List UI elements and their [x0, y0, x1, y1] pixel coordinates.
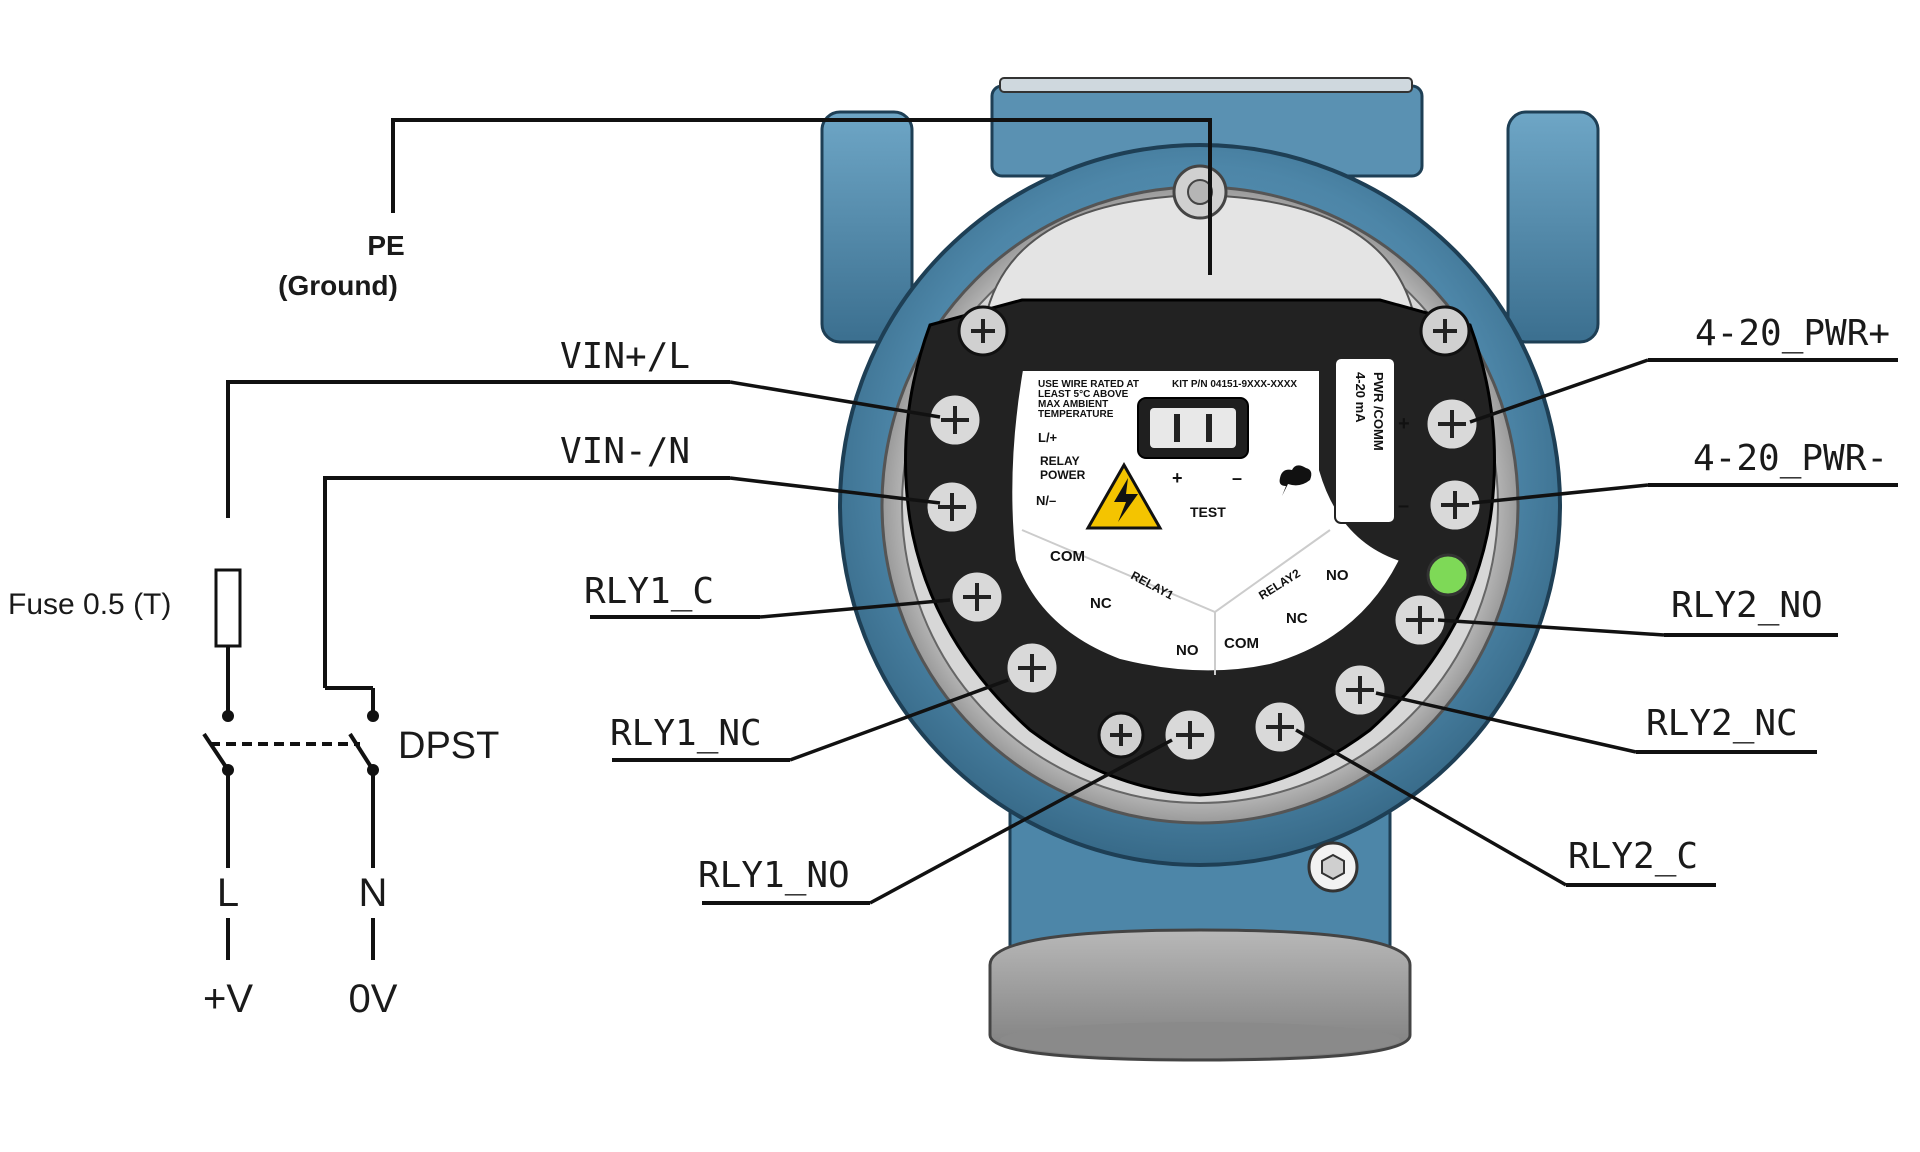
wiring — [202, 118, 1898, 960]
transmitter-housing: USE WIRE RATED AT LEAST 5°C ABOVE MAX AM… — [820, 77, 1600, 1062]
mount-screw-tl — [957, 305, 1009, 357]
terminal-rly2-no — [1392, 592, 1448, 648]
pwr-minus-label: 4-20_PWR- — [1693, 438, 1888, 479]
n-minus-label: N/– — [1036, 493, 1056, 508]
rly2-nc-leader — [1375, 691, 1637, 754]
terminal-rly1-c — [949, 569, 1005, 625]
pwr-comm-label — [1334, 357, 1396, 524]
rly2-c-label: RLY2_C — [1568, 836, 1698, 877]
l-plus-label: L/+ — [1038, 430, 1058, 445]
fuse-symbol — [214, 568, 242, 648]
mount-screw-bottom — [1097, 711, 1145, 759]
rly2-no-leader — [1437, 618, 1665, 637]
wire-note-line3: MAX AMBIENT — [1038, 399, 1108, 410]
dpst-switch-symbol — [202, 686, 379, 960]
rly1-c-label: RLY1_C — [584, 571, 714, 612]
terminal-label-panel — [1010, 369, 1402, 673]
rly2-c-leader — [1295, 728, 1567, 887]
neutral-n-label: N — [359, 871, 388, 915]
relay2-nc-label: NC — [1286, 610, 1308, 627]
terminal-rly2-c — [1252, 699, 1308, 755]
vin-plus-label: VIN+/L — [560, 336, 690, 377]
rly1-nc-leader — [789, 678, 1009, 762]
pwr-plus-sign: + — [1398, 413, 1410, 435]
ground-label: (Ground) — [278, 270, 398, 301]
pwr-minus-sign: – — [1398, 495, 1409, 517]
vin-minus-label: VIN-/N — [560, 431, 690, 472]
relay2-no-label: NO — [1326, 567, 1349, 584]
zero-v-label: 0V — [349, 977, 398, 1021]
pwr-minus-leader — [1471, 483, 1649, 505]
test-label: TEST — [1190, 504, 1226, 520]
ma-range-text: 4-20 mA — [1353, 372, 1368, 423]
relay1-no-label: NO — [1176, 642, 1199, 659]
mount-screw-tr — [1419, 305, 1471, 357]
surge-cloud-icon — [1279, 465, 1312, 496]
pwr-plus-leader — [1469, 358, 1649, 424]
right-conduit — [1506, 110, 1600, 344]
kit-part-number: KIT P/N 04151-9XXX-XXXX — [1172, 379, 1297, 390]
wire-note-line2: LEAST 5°C ABOVE — [1038, 389, 1129, 400]
terminal-pwr-minus — [1427, 477, 1483, 533]
terminal-pwr-plus — [1424, 396, 1480, 452]
plus-v-label: +V — [203, 977, 253, 1021]
wire-note-line1: USE WIRE RATED AT — [1038, 379, 1139, 390]
relay2-com-label: COM — [1224, 635, 1259, 652]
vin-plus-leader — [729, 380, 941, 419]
terminal-rly1-nc — [1004, 640, 1060, 696]
pwr-comm-text: PWR /COMM — [1371, 372, 1386, 451]
test-minus-label: – — [1232, 468, 1242, 488]
relay-power-label-2: POWER — [1040, 468, 1086, 482]
rly2-nc-label: RLY2_NC — [1646, 703, 1798, 744]
pe-label: PE — [367, 230, 404, 261]
wire-note-line4: TEMPERATURE — [1038, 409, 1114, 420]
relay1-nc-label: NC — [1090, 595, 1112, 612]
vin-plus-wire — [226, 380, 730, 518]
vin-minus-wire — [323, 476, 730, 688]
pe-wire — [391, 118, 1212, 275]
rly1-no-label: RLY1_NO — [698, 855, 850, 896]
rly2-no-label: RLY2_NO — [1671, 585, 1823, 626]
rly1-c-leader — [759, 598, 951, 619]
pwr-plus-label: 4-20_PWR+ — [1695, 313, 1890, 354]
rly1-no-leader — [869, 738, 1173, 905]
left-conduit — [820, 110, 914, 344]
rly1-nc-label: RLY1_NC — [610, 713, 762, 754]
fuse-label: Fuse 0.5 (T) — [8, 588, 171, 621]
status-led — [1426, 553, 1470, 597]
terminal-rly1-no — [1162, 707, 1218, 763]
terminal-vin-minus — [924, 479, 980, 535]
terminal-rly2-nc — [1332, 662, 1388, 718]
terminal-vin-plus — [927, 392, 983, 448]
vin-minus-leader — [729, 476, 941, 505]
relay-power-label-1: RELAY — [1040, 454, 1080, 468]
relay1-com-label: COM — [1050, 548, 1085, 565]
line-l-label: L — [217, 871, 239, 915]
test-plus-label: + — [1172, 468, 1183, 488]
labels: PE (Ground) VIN+/L VIN-/N RLY1_C RLY1_NC… — [8, 230, 1890, 1021]
dpst-label: DPST — [398, 725, 499, 767]
lightning-icon — [1114, 478, 1138, 522]
